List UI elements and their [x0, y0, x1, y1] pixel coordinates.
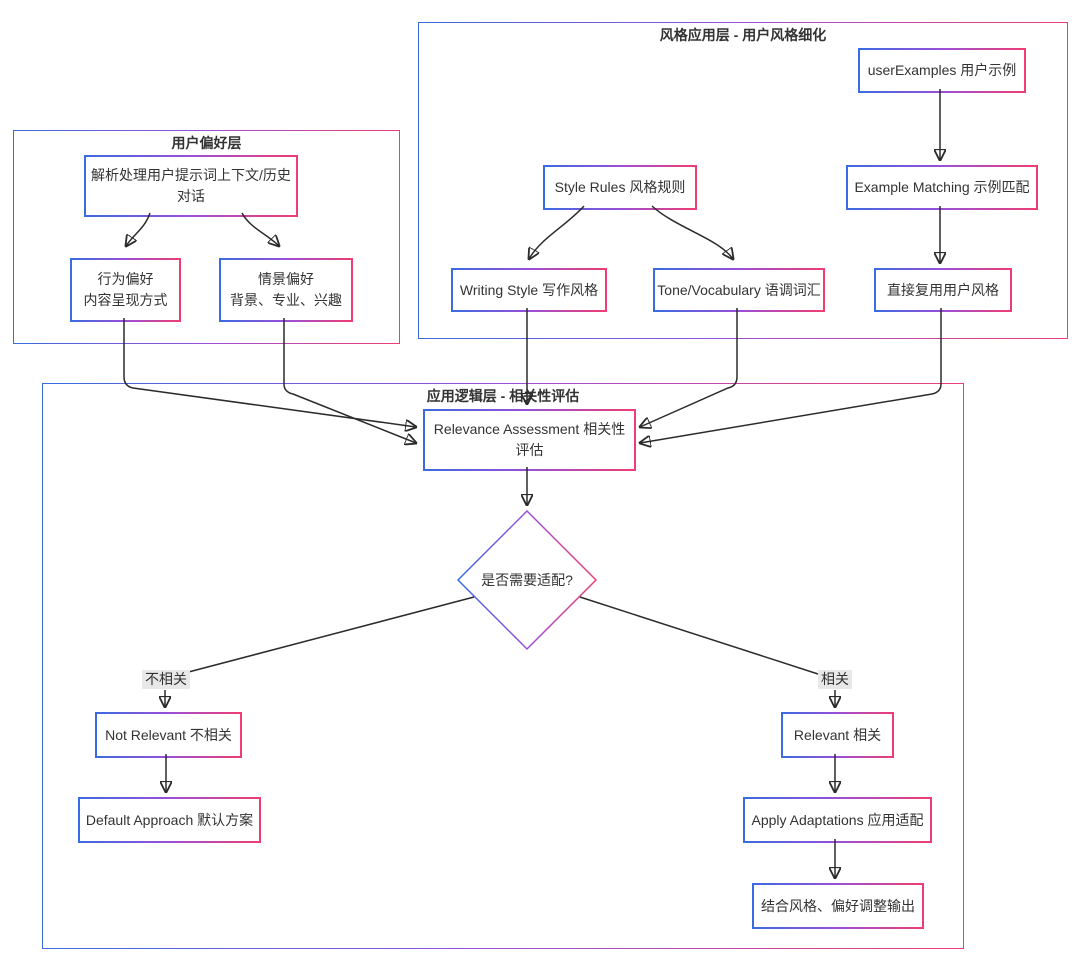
edge-label-relevant: 相关: [818, 670, 852, 689]
node-relevance-assessment: Relevance Assessment 相关性 评估: [423, 409, 636, 471]
cluster-user-preference-title: 用户偏好层: [171, 135, 242, 151]
node-apply-adaptations: Apply Adaptations 应用适配: [743, 797, 932, 843]
node-combine-output: 结合风格、偏好调整输出: [752, 883, 924, 929]
node-user-examples: userExamples 用户示例: [858, 48, 1026, 93]
node-reuse-user-style: 直接复用用户风格: [874, 268, 1012, 312]
node-style-rules: Style Rules 风格规则: [543, 165, 697, 210]
node-default-approach: Default Approach 默认方案: [78, 797, 261, 843]
node-behavior-preference: 行为偏好 内容呈现方式: [70, 258, 181, 322]
node-scene-preference: 情景偏好 背景、专业、兴趣: [219, 258, 353, 322]
node-decision-label: 是否需要适配?: [481, 572, 573, 588]
node-tone-vocabulary: Tone/Vocabulary 语调词汇: [653, 268, 825, 312]
node-parse-context: 解析处理用户提示词上下文/历史 对话: [84, 155, 298, 217]
node-example-matching: Example Matching 示例匹配: [846, 165, 1038, 210]
cluster-application-logic-title: 应用逻辑层 - 相关性评估: [426, 388, 580, 404]
edge-label-not-relevant: 不相关: [142, 670, 190, 689]
node-writing-style: Writing Style 写作风格: [451, 268, 607, 312]
cluster-style-application-title: 风格应用层 - 用户风格细化: [659, 27, 827, 43]
node-not-relevant: Not Relevant 不相关: [95, 712, 242, 758]
node-relevant: Relevant 相关: [781, 712, 894, 758]
